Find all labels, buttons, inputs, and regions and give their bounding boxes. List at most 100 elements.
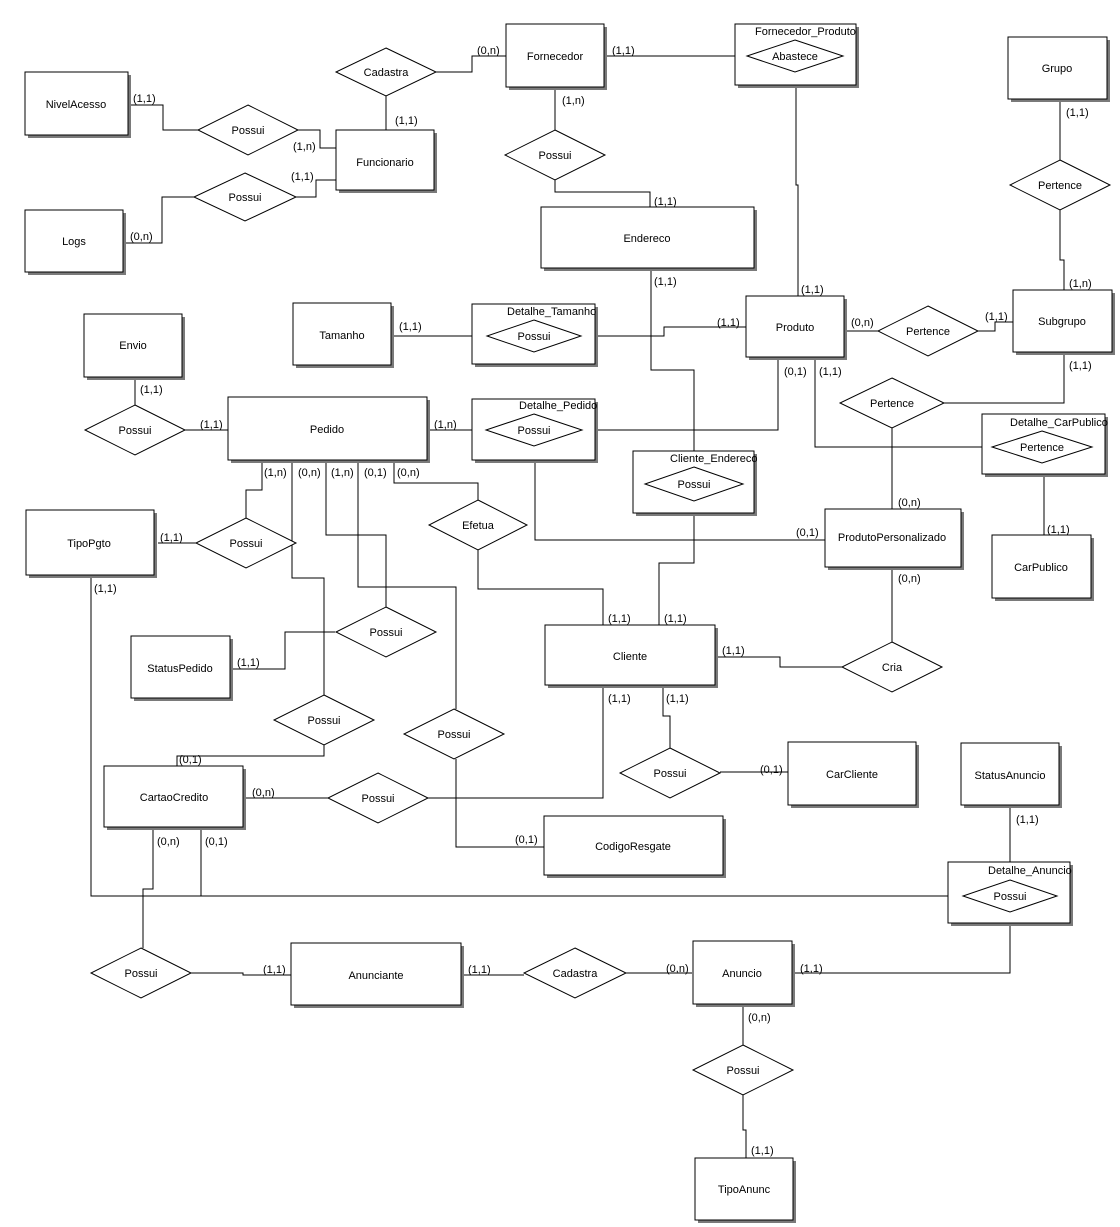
rel-label: Cria	[882, 662, 903, 674]
rel-pertence-grupo[interactable]: Pertence	[1008, 159, 1112, 211]
rel-possui-anunciante[interactable]: Possui	[89, 947, 193, 999]
connector	[814, 358, 983, 448]
cardinality-label: (0,n)	[130, 231, 153, 243]
rel-efetua[interactable]: Efetua	[427, 499, 529, 551]
rel-label: Pertence	[1038, 180, 1082, 192]
entity-endereco[interactable]: Endereco	[540, 206, 757, 271]
entity-anunciante[interactable]: Anunciante	[290, 942, 464, 1008]
rel-abastece[interactable]: Abastece	[745, 39, 845, 73]
rel-possui-envio[interactable]: Possui	[83, 404, 187, 456]
cardinality-label: (0,n)	[298, 467, 321, 479]
entity-label: Cliente	[613, 651, 647, 663]
cardinality-label: (0,n)	[748, 1012, 771, 1024]
rel-label: Possui	[517, 425, 550, 437]
rel-possui-codigoresgate[interactable]: Possui	[402, 708, 506, 760]
assoc-label: Detalhe_CarPublico	[1010, 417, 1108, 429]
connector	[90, 576, 963, 897]
cardinality-label: (1,1)	[717, 317, 740, 329]
entity-carcliente[interactable]: CarCliente	[787, 741, 919, 808]
entity-label: Produto	[776, 322, 815, 334]
cardinality-label: (1,1)	[94, 583, 117, 595]
rel-possui-cartao-cliente[interactable]: Possui	[326, 772, 430, 824]
cardinality-label: (1,1)	[985, 311, 1008, 323]
entity-carpublico[interactable]: CarPublico	[991, 534, 1094, 601]
cardinality-label: (1,1)	[237, 657, 260, 669]
entity-grupo[interactable]: Grupo	[1007, 36, 1110, 102]
entity-tipoanunc[interactable]: TipoAnunc	[694, 1157, 796, 1223]
rel-possui-nivelacesso[interactable]: Possui	[196, 104, 300, 156]
rel-possui-tamanho[interactable]: Possui	[485, 319, 583, 353]
cardinality-label: (1,1)	[1066, 107, 1089, 119]
rel-cadastra-funcionario[interactable]: Cadastra	[334, 47, 438, 97]
entity-label: CarPublico	[1014, 562, 1068, 574]
entity-envio[interactable]: Envio	[83, 313, 185, 380]
cardinality-label: (0,1)	[784, 366, 807, 378]
rel-possui-carcliente[interactable]: Possui	[618, 747, 722, 799]
rel-label: Possui	[517, 331, 550, 343]
entity-label: Anunciante	[348, 970, 403, 982]
cardinality-label: (1,1)	[263, 964, 286, 976]
rel-possui-anuncio-status[interactable]: Possui	[961, 879, 1059, 913]
entity-logs[interactable]: Logs	[24, 209, 126, 275]
cardinality-label: (1,1)	[751, 1145, 774, 1157]
entity-produtopersonalizado[interactable]: ProdutoPersonalizado	[824, 508, 964, 570]
rel-label: Possui	[538, 150, 571, 162]
rel-possui-cartao-pedido[interactable]: Possui	[272, 694, 376, 746]
rel-possui-cliente-endereco[interactable]: Possui	[643, 466, 745, 502]
entity-nivelacesso[interactable]: NivelAcesso	[24, 71, 131, 138]
rel-cria[interactable]: Cria	[840, 641, 944, 693]
connector	[742, 1095, 747, 1158]
entity-pedido[interactable]: Pedido	[227, 396, 430, 463]
rel-label: Possui	[307, 715, 340, 727]
entity-codigoresgate[interactable]: CodigoResgate	[543, 815, 726, 878]
connector	[534, 443, 825, 541]
entity-label: Pedido	[310, 424, 344, 436]
entity-subgrupo[interactable]: Subgrupo	[1012, 289, 1115, 355]
connector	[325, 461, 387, 607]
cardinality-label: (0,1)	[364, 467, 387, 479]
cardinality-label: (1,n)	[264, 467, 287, 479]
rel-cadastra-anuncio[interactable]: Cadastra	[522, 947, 628, 999]
rel-label: Pertence	[1020, 442, 1064, 454]
rel-label: Possui	[229, 538, 262, 550]
cardinality-label: (0,n)	[898, 573, 921, 585]
entity-cartaocredito[interactable]: CartaoCredito	[103, 765, 246, 830]
cardinality-label: (1,1)	[666, 693, 689, 705]
cardinality-label: (0,1)	[205, 836, 228, 848]
rel-label: Possui	[124, 968, 157, 980]
rel-label: Cadastra	[553, 968, 599, 980]
entity-label: TipoPgto	[67, 538, 111, 550]
entity-label: CarCliente	[826, 769, 878, 781]
entity-cliente[interactable]: Cliente	[544, 624, 718, 688]
entity-label: Funcionario	[356, 157, 413, 169]
entity-statuspedido[interactable]: StatusPedido	[130, 635, 233, 701]
rel-possui-fornecedor-endereco[interactable]: Possui	[503, 129, 607, 181]
cardinality-label: (1,1)	[160, 532, 183, 544]
rel-label: Abastece	[772, 51, 818, 63]
entity-label: Envio	[119, 340, 147, 352]
entity-tamanho[interactable]: Tamanho	[292, 302, 394, 368]
connector	[231, 631, 335, 670]
rel-pertence-produtopersonalizado[interactable]: Pertence	[838, 377, 946, 429]
rel-pertence-subgrupo[interactable]: Pertence	[876, 305, 980, 357]
rel-possui-tipopgto[interactable]: Possui	[194, 517, 298, 569]
rel-label: Possui	[677, 479, 710, 491]
cardinality-label: (1,1)	[133, 93, 156, 105]
rel-possui-logs[interactable]: Possui	[192, 172, 298, 222]
entity-statusanuncio[interactable]: StatusAnuncio	[960, 742, 1062, 808]
entity-funcionario[interactable]: Funcionario	[335, 129, 437, 193]
connector	[978, 321, 1013, 332]
entity-tipopgto[interactable]: TipoPgto	[25, 509, 157, 578]
connector	[581, 326, 746, 337]
cardinality-label: (1,1)	[468, 964, 491, 976]
entity-produto[interactable]: Produto	[745, 295, 847, 360]
rel-label: Pertence	[870, 398, 914, 410]
rel-possui-tipoanunc[interactable]: Possui	[691, 1044, 795, 1096]
entity-anuncio[interactable]: Anuncio	[692, 940, 795, 1007]
rel-possui-statuspedido[interactable]: Possui	[334, 606, 438, 658]
cardinality-label: (0,1)	[179, 754, 202, 766]
entity-fornecedor[interactable]: Fornecedor	[505, 23, 607, 90]
rel-possui-pedido-produto[interactable]: Possui	[484, 413, 584, 447]
cardinality-label: (1,1)	[654, 196, 677, 208]
rel-pertence-carpublico[interactable]: Pertence	[990, 430, 1094, 464]
